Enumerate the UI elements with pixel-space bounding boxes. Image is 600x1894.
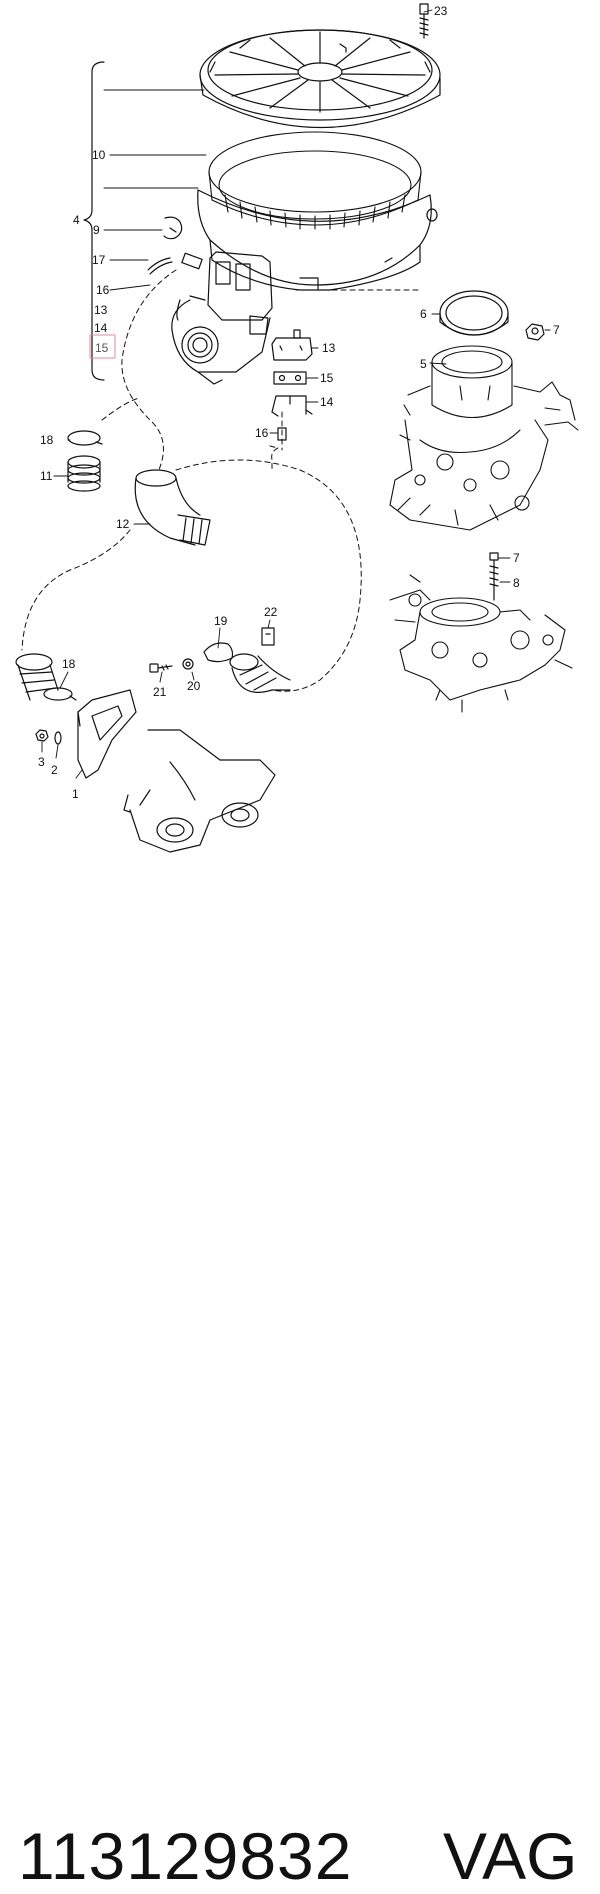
exploded-parts-diagram: 23 10 4 9 17 16 13 14 15 6 7 5 13 15 14 … xyxy=(15,3,579,853)
assembly-dashed-lines xyxy=(21,269,421,692)
nut-7-top xyxy=(525,323,545,341)
washer-2 xyxy=(54,731,62,745)
label-8: 8 xyxy=(513,576,520,590)
part-14-right xyxy=(271,395,313,417)
brand-name: VAG xyxy=(443,1819,578,1893)
label-16-right: 16 xyxy=(255,426,269,440)
clamp-18-upper xyxy=(67,430,103,446)
label-7-top: 7 xyxy=(553,323,560,337)
part-13-right xyxy=(271,329,313,361)
intake-valve-assembly xyxy=(171,251,273,385)
bracket-22 xyxy=(261,627,275,646)
label-7-lower: 7 xyxy=(513,551,520,565)
exhaust-manifold xyxy=(123,729,276,853)
bellows-11 xyxy=(67,455,101,492)
label-17: 17 xyxy=(92,253,106,267)
clamp-18-lower xyxy=(43,687,77,701)
warm-air-duct-1 xyxy=(77,689,137,779)
part-15-right xyxy=(273,371,307,385)
bellows-lower xyxy=(15,653,59,701)
screw-23 xyxy=(419,3,429,39)
label-18-lower: 18 xyxy=(62,657,76,671)
label-22: 22 xyxy=(264,605,278,619)
label-19: 19 xyxy=(214,614,228,628)
screw-7-lower xyxy=(489,552,499,601)
label-14-left: 14 xyxy=(94,321,108,335)
label-5: 5 xyxy=(420,357,427,371)
callout-labels: 23 10 4 9 17 16 13 14 15 6 7 5 13 15 14 … xyxy=(38,4,560,801)
label-15-right: 15 xyxy=(320,371,334,385)
label-12: 12 xyxy=(116,517,130,531)
label-1: 1 xyxy=(72,787,79,801)
highlight-box xyxy=(89,334,116,359)
carburettor-lower xyxy=(389,574,573,713)
filter-housing-base xyxy=(197,189,438,291)
label-6: 6 xyxy=(420,307,427,321)
label-23: 23 xyxy=(434,4,448,18)
air-filter-lid xyxy=(199,29,441,128)
clamp-19 xyxy=(203,642,234,663)
label-20: 20 xyxy=(187,679,201,693)
label-15-left: 15 xyxy=(95,341,109,355)
label-2: 2 xyxy=(51,763,58,777)
gasket-6 xyxy=(439,290,509,336)
label-9: 9 xyxy=(93,223,100,237)
screw-21 xyxy=(149,663,173,673)
filter-element xyxy=(208,131,422,230)
hose-17-16 xyxy=(147,252,203,275)
pin-16-right xyxy=(277,427,287,441)
carburettor-upper xyxy=(389,345,579,531)
part-number: 113129832 xyxy=(18,1819,353,1893)
corrugated-hose xyxy=(229,653,291,693)
label-10: 10 xyxy=(92,148,106,162)
clip-9 xyxy=(163,216,183,240)
label-18-upper: 18 xyxy=(40,433,54,447)
group-bracket xyxy=(83,61,105,381)
nut-3 xyxy=(35,729,49,742)
label-4: 4 xyxy=(73,213,80,227)
leader-lines xyxy=(41,9,551,779)
washer-20 xyxy=(182,658,194,670)
footer: 113129832 VAG xyxy=(0,900,600,1893)
label-13-right: 13 xyxy=(322,341,336,355)
label-21: 21 xyxy=(153,685,167,699)
elbow-hose-12 xyxy=(134,469,211,546)
label-3: 3 xyxy=(38,755,45,769)
label-14-right: 14 xyxy=(320,395,334,409)
label-16-left: 16 xyxy=(96,283,110,297)
label-11: 11 xyxy=(40,469,53,483)
label-13-left: 13 xyxy=(94,303,108,317)
